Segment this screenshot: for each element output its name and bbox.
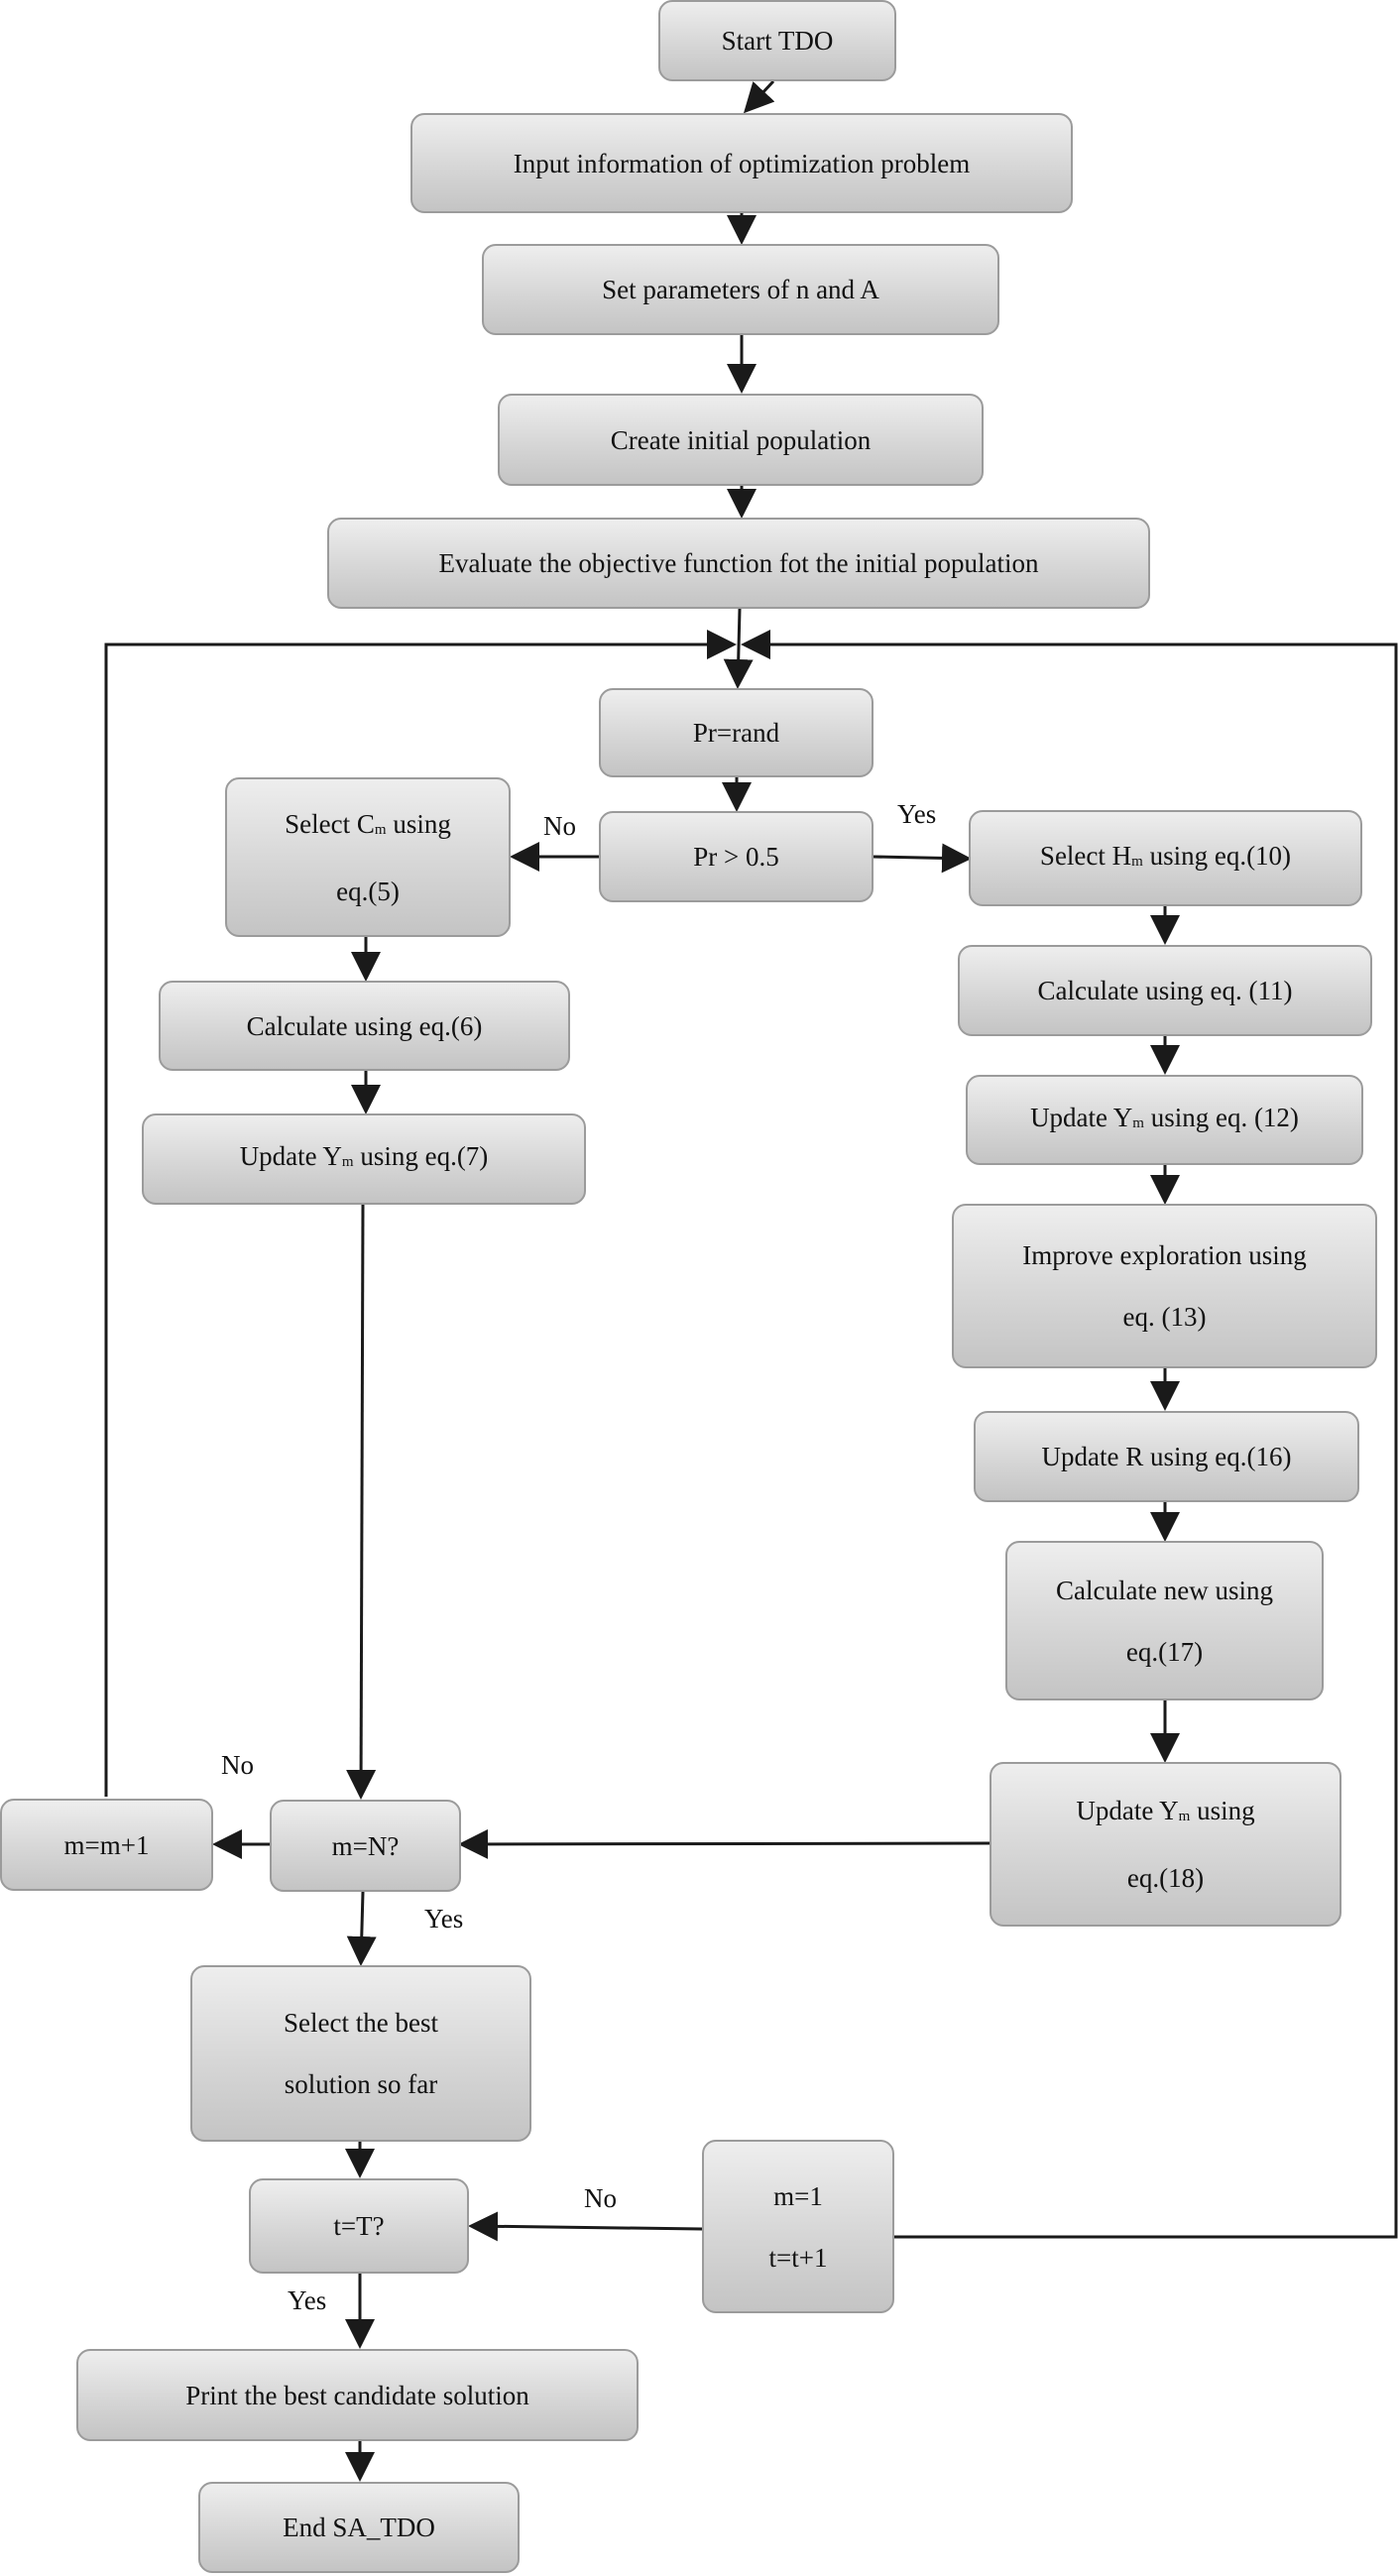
update12-pre: Update Y xyxy=(1030,1102,1133,1132)
node-input: Input information of optimization proble… xyxy=(410,113,1073,213)
node-update-r16-label: Update R using eq.(16) xyxy=(1041,1442,1292,1471)
select-h-sub: m xyxy=(1131,853,1143,870)
node-reset: m=1 t=t+1 xyxy=(702,2140,894,2313)
node-update-r16: Update R using eq.(16) xyxy=(974,1411,1359,1502)
node-start-label: Start TDO xyxy=(721,26,834,56)
node-update12: Update Ym using eq. (12) xyxy=(966,1075,1363,1165)
node-m-check: m=N? xyxy=(270,1800,461,1892)
update7-post: using eq.(7) xyxy=(353,1141,489,1171)
label-no-pr: No xyxy=(543,811,576,841)
node-select-c-line1: Select Cm using xyxy=(285,793,451,861)
select-c-sub: m xyxy=(374,821,387,838)
node-params-label: Set parameters of n and A xyxy=(602,275,879,304)
update12-sub: m xyxy=(1132,1114,1144,1131)
label-yes-m: Yes xyxy=(424,1904,464,1933)
arrow-update7-mcheck xyxy=(346,1204,377,1800)
update7-pre: Update Y xyxy=(239,1141,342,1171)
node-best-line2: solution so far xyxy=(284,2069,438,2099)
node-improve13-line1: Improve exploration using xyxy=(1022,1240,1307,1270)
update18-pre: Update Y xyxy=(1076,1796,1179,1825)
node-select-c-line2: eq.(5) xyxy=(336,876,400,906)
node-end-label: End SA_TDO xyxy=(283,2513,435,2542)
node-end: End SA_TDO xyxy=(198,2482,520,2573)
node-update12-label: Update Ym using eq. (12) xyxy=(1030,1087,1299,1154)
node-reset-line2: t=t+1 xyxy=(768,2242,828,2273)
node-calc11-label: Calculate using eq. (11) xyxy=(1037,976,1293,1005)
node-calc17: Calculate new using eq.(17) xyxy=(1005,1541,1324,1700)
node-t-check-label: t=T? xyxy=(333,2211,385,2241)
node-update18-line1: Update Ym using xyxy=(1076,1780,1254,1847)
node-calc17-line1: Calculate new using xyxy=(1056,1575,1273,1605)
arrow-mcheck-best xyxy=(346,1891,377,1966)
node-pr-check-label: Pr > 0.5 xyxy=(693,842,779,872)
arrow-evaluate-prrand xyxy=(723,608,754,689)
node-best: Select the best solution so far xyxy=(190,1965,531,2142)
node-calc11: Calculate using eq. (11) xyxy=(958,945,1372,1036)
node-update18: Update Ym using eq.(18) xyxy=(990,1762,1341,1927)
node-reset-line1: m=1 xyxy=(773,2180,823,2211)
label-yes-pr: Yes xyxy=(897,799,937,829)
select-c-post: using xyxy=(386,808,451,839)
node-m-inc: m=m+1 xyxy=(0,1799,213,1891)
node-pr-check: Pr > 0.5 xyxy=(599,811,874,902)
node-input-label: Input information of optimization proble… xyxy=(513,148,971,178)
arrow-update18-mcheck xyxy=(458,1828,991,1859)
loop-reset-to-top xyxy=(741,630,1398,2239)
node-calc17-line2: eq.(17) xyxy=(1125,1636,1204,1667)
label-no-m: No xyxy=(221,1750,254,1780)
node-pr-rand-label: Pr=rand xyxy=(692,718,780,748)
node-evaluate: Evaluate the objective function fot the … xyxy=(327,518,1150,609)
node-calc6-label: Calculate using eq.(6) xyxy=(246,1010,483,1041)
node-print-label: Print the best candidate solution xyxy=(185,2380,529,2410)
update12-post: using eq. (12) xyxy=(1143,1102,1299,1132)
node-pr-rand: Pr=rand xyxy=(599,688,874,777)
node-select-h-label: Select Hm using eq.(10) xyxy=(1040,825,1291,892)
select-h-post: using eq.(10) xyxy=(1142,840,1292,871)
arrow-prcheck-selecth xyxy=(873,843,972,874)
node-select-c: Select Cm using eq.(5) xyxy=(225,777,511,937)
node-select-h: Select Hm using eq.(10) xyxy=(969,810,1362,906)
arrow-start-input xyxy=(743,79,775,114)
update18-sub: m xyxy=(1178,1809,1191,1824)
node-update18-line2: eq.(18) xyxy=(1126,1863,1205,1893)
node-m-inc-label: m=m+1 xyxy=(63,1829,150,1860)
update18-post: using xyxy=(1190,1796,1255,1825)
node-params: Set parameters of n and A xyxy=(482,244,999,335)
node-improve13-line2: eq. (13) xyxy=(1122,1302,1207,1332)
node-t-check: t=T? xyxy=(249,2178,469,2274)
node-init-pop-label: Create initial population xyxy=(610,424,872,455)
node-evaluate-label: Evaluate the objective function fot the … xyxy=(438,548,1039,578)
loop-minc-to-top xyxy=(104,630,737,1797)
node-improve13: Improve exploration using eq. (13) xyxy=(952,1204,1377,1368)
node-start: Start TDO xyxy=(658,0,896,81)
select-c-pre: Select C xyxy=(285,808,375,839)
node-m-check-label: m=N? xyxy=(331,1830,400,1861)
node-update7: Update Ym using eq.(7) xyxy=(142,1113,586,1205)
update7-sub: m xyxy=(341,1154,354,1170)
node-best-line1: Select the best xyxy=(284,2008,438,2038)
node-update7-label: Update Ym using eq.(7) xyxy=(240,1125,489,1193)
label-no-t: No xyxy=(584,2183,617,2213)
select-h-pre: Select H xyxy=(1039,840,1132,871)
arrow-reset-tcheck xyxy=(468,2211,703,2242)
node-calc6: Calculate using eq.(6) xyxy=(159,981,570,1071)
node-init-pop: Create initial population xyxy=(498,394,984,486)
node-print: Print the best candidate solution xyxy=(76,2349,639,2441)
label-yes-t: Yes xyxy=(288,2285,327,2315)
